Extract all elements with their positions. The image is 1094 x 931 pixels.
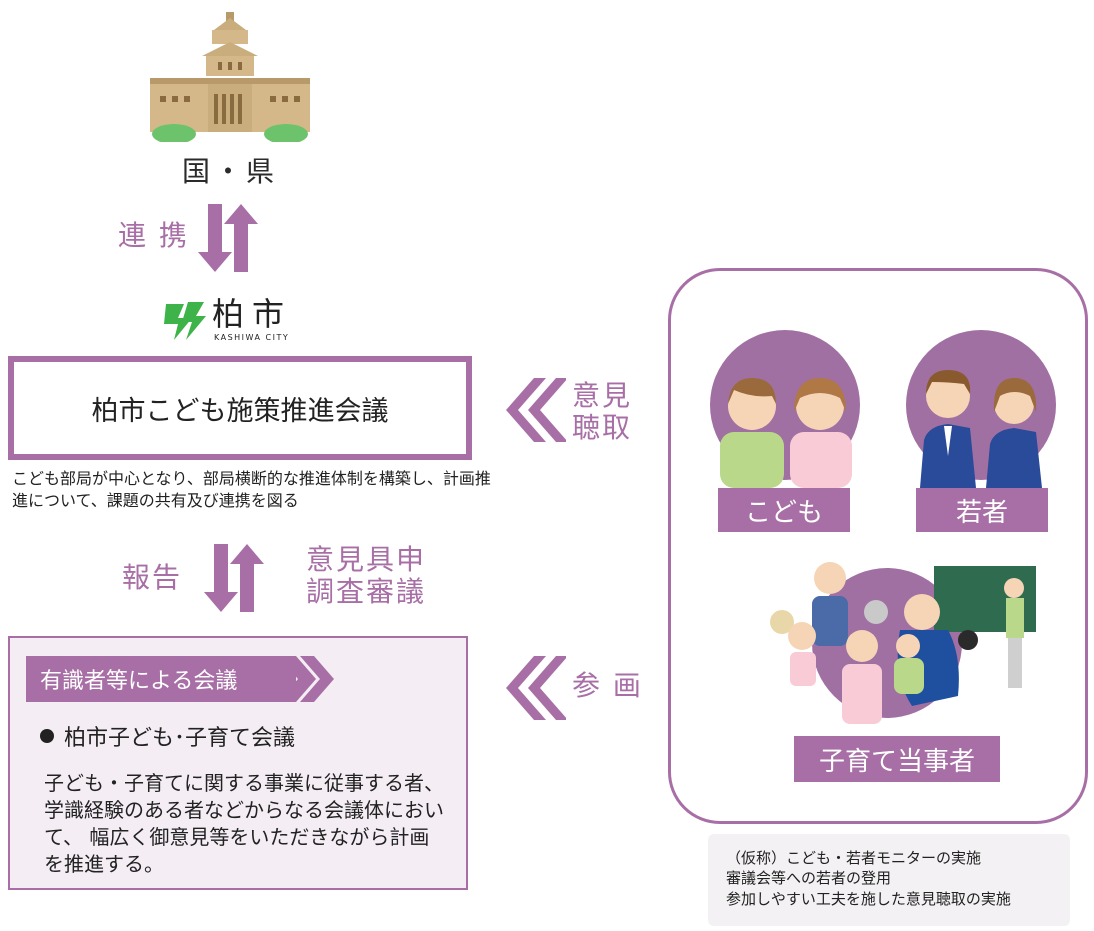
participation-label: 参 画 bbox=[572, 669, 643, 702]
report-label: 報告 bbox=[122, 561, 183, 594]
council-title: 柏市こども施策推進会議 bbox=[91, 395, 389, 427]
parents-illustration-icon bbox=[770, 562, 1036, 724]
children-illustration-icon bbox=[720, 378, 852, 488]
logo-subtitle: KASHIWA CITY bbox=[214, 333, 290, 342]
hearing-line2: 聴取 bbox=[572, 411, 633, 445]
council-description: こども部局が中心となり、部局横断的な推進体制を構築し、計画推進について、課題の共… bbox=[12, 469, 491, 510]
youth-illustration-icon bbox=[920, 370, 1042, 488]
double-chevron-left-icon bbox=[506, 378, 566, 442]
note-line2: 審議会等への若者の登用 bbox=[726, 869, 892, 888]
expert-description: 子ども・子育てに関する事業に従事する者、学識経験のある者などからなる会議体におい… bbox=[44, 771, 444, 876]
parents-tag: 子育て当事者 bbox=[794, 736, 1000, 782]
expert-item-label: 柏市子ども･子育て会議 bbox=[64, 726, 296, 751]
bullet-icon bbox=[40, 729, 54, 743]
national-prefecture-label: 国・県 bbox=[181, 155, 278, 188]
capitol-building-icon bbox=[150, 12, 310, 142]
expert-item: 柏市子ども･子育て会議 bbox=[40, 720, 295, 752]
note-line1: （仮称）こども・若者モニターの実施 bbox=[726, 849, 982, 867]
opinion-label: 意見具申 調査審議 bbox=[306, 543, 427, 609]
initiatives-note: （仮称）こども・若者モニターの実施 審議会等への若者の登用 参加しやすい工夫を施… bbox=[708, 834, 1070, 926]
bidirectional-arrow-icon bbox=[204, 544, 264, 612]
hearing-line1: 意見 bbox=[572, 379, 633, 412]
hearing-label: 意見 聴取 bbox=[572, 379, 633, 445]
youth-tag: 若者 bbox=[916, 488, 1048, 532]
opinion-line1: 意見具申 bbox=[306, 543, 427, 576]
kashiwa-city-logo-icon bbox=[164, 302, 206, 340]
cooperation-label: 連 携 bbox=[118, 219, 189, 252]
opinion-line2: 調査審議 bbox=[306, 575, 427, 609]
council-box: 柏市こども施策推進会議 bbox=[8, 356, 472, 460]
chevron-right-icon bbox=[278, 656, 334, 702]
note-line3: 参加しやすい工夫を施した意見聴取の実施 bbox=[726, 889, 1011, 908]
children-tag: こども bbox=[718, 488, 850, 532]
double-chevron-left-icon bbox=[506, 656, 566, 720]
expert-conference-header: 有識者等による会議 bbox=[26, 656, 296, 702]
logo-name: 柏市 bbox=[212, 295, 293, 333]
bidirectional-arrow-icon bbox=[198, 204, 258, 272]
